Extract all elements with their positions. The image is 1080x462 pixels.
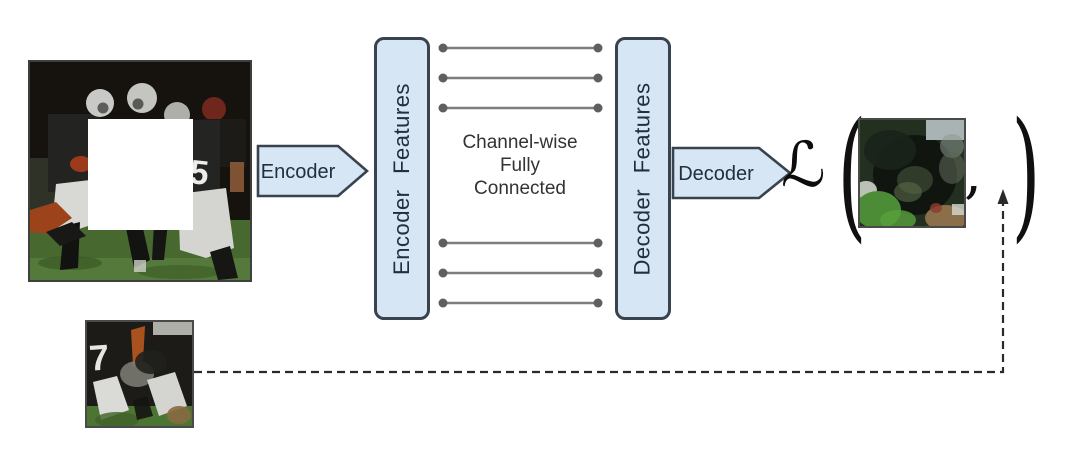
ground-truth-patch-art: 7 [87,322,192,426]
loss-comma: , [964,140,982,206]
white-square-mask [88,119,193,230]
encoder-features-box: Encoder Features [374,37,430,320]
jersey-number-7: 7 [88,336,111,378]
decoder-arrow: Decoder [671,146,793,200]
football [70,156,92,172]
arrowhead-up-icon [997,189,1009,204]
loss-close-paren: ) [1011,93,1041,257]
decoder-features-label: Decoder Features [630,81,655,276]
bottom-left-shapes [30,202,86,246]
encoder-features-label: Encoder Features [389,82,414,275]
encoder-arrow-label: Encoder [261,161,336,183]
ground-truth-patch-photo: 7 [85,320,194,428]
helmets [86,83,190,128]
center-legs [126,222,168,272]
reconstructed-patch-photo [858,118,966,228]
decoder-arrow-label: Decoder [678,163,754,185]
channel-fc-label: Channel-wise Fully Connected [462,132,578,200]
encoder-arrow: Encoder [256,144,369,198]
loss-symbol: ℒ [781,128,826,201]
masked-input-photo: 5 [28,60,252,282]
reconstructed-patch-art [860,120,964,226]
jersey-number-5: 5 [188,153,211,193]
decoder-features-box: Decoder Features [615,37,671,320]
